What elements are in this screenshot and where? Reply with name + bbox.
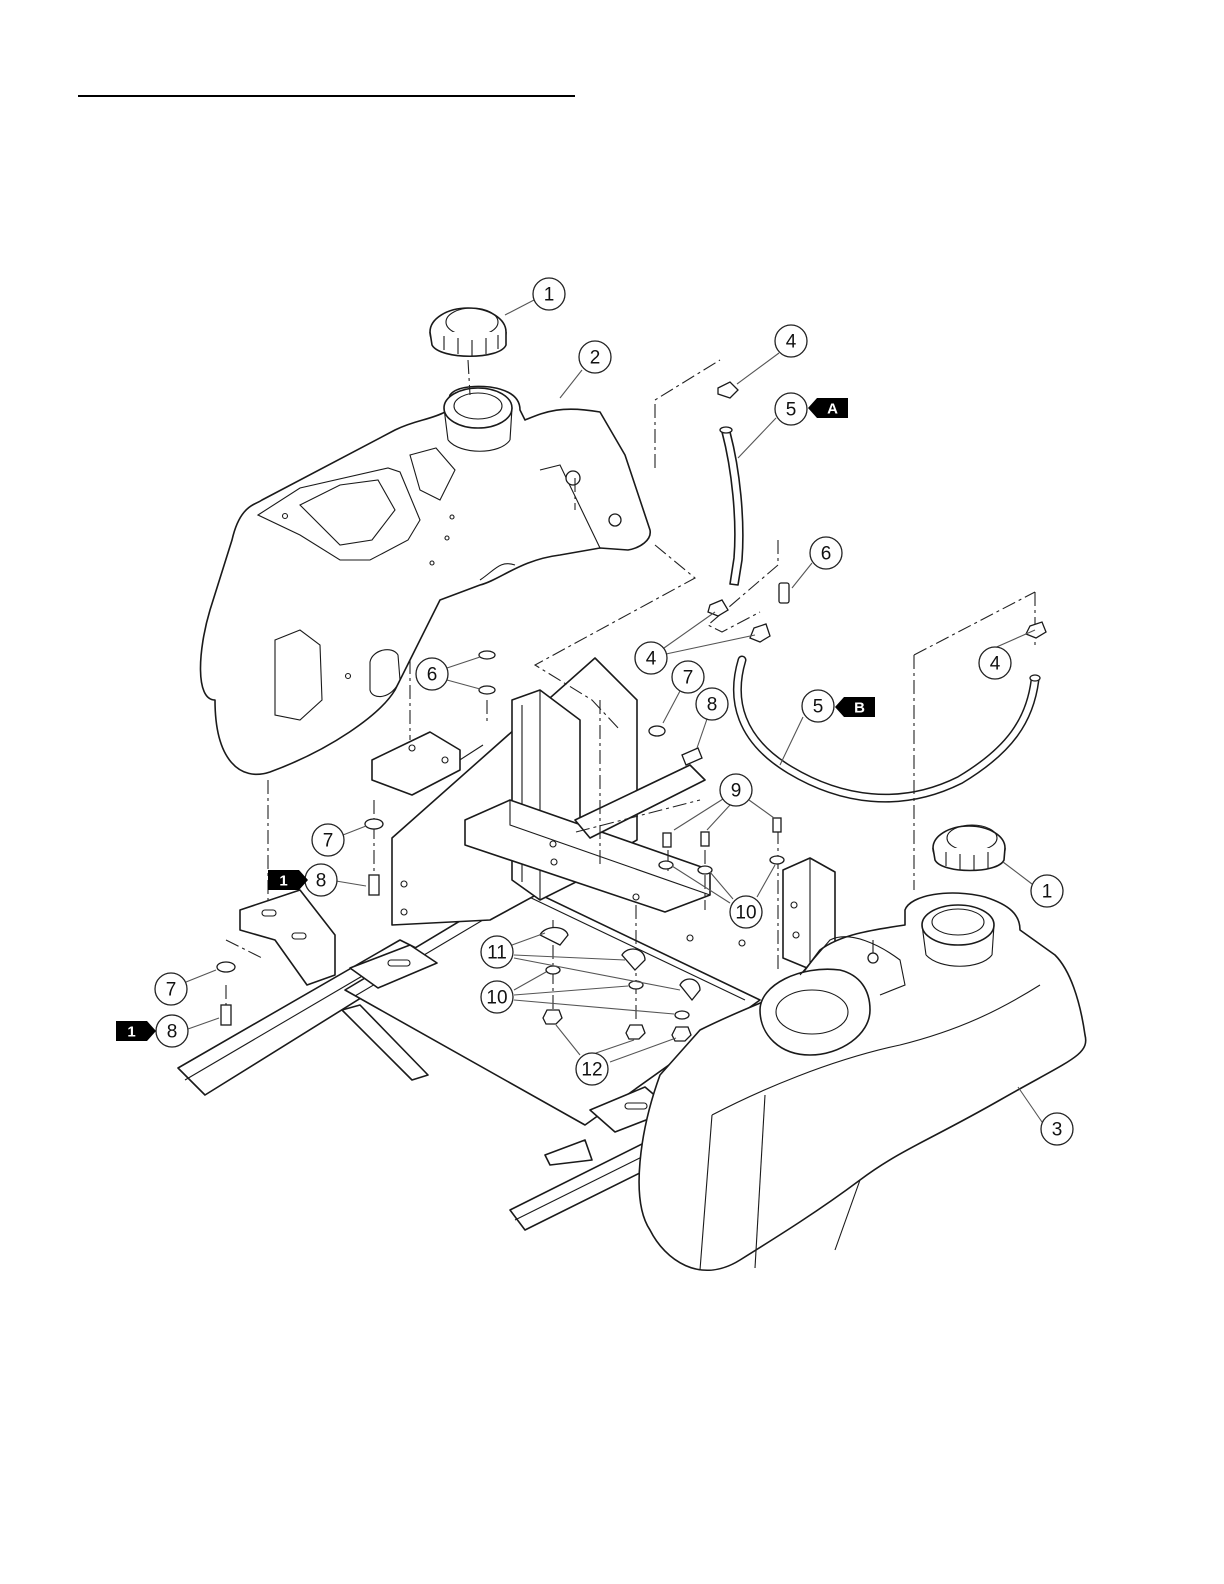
callout-6: 6 [416,658,448,690]
callout-number: 10 [735,903,756,924]
tag-arrow-shape [268,870,308,890]
callout-4: 4 [775,325,807,357]
tag-label: A [827,401,838,418]
callout-10: 10 [481,981,513,1013]
tag-label: 1 [279,873,287,890]
reference-tag-1: 1 [268,870,308,890]
callout-number: 7 [683,668,694,689]
callout-7: 7 [155,973,187,1005]
callout-number: 10 [486,988,507,1009]
callout-number: 6 [821,544,832,565]
callout-9: 9 [720,774,752,806]
callout-8: 8 [696,688,728,720]
callout-number: 4 [990,654,1001,675]
callout-5: 5 [775,393,807,425]
callout-12: 12 [576,1053,608,1085]
callout-number: 12 [581,1060,602,1081]
callout-number: 7 [166,980,177,1001]
reference-tag-B: B [835,697,875,717]
callout-number: 8 [316,871,327,892]
callout-number: 5 [813,697,824,718]
callout-6: 6 [810,537,842,569]
fuel-cap-left [430,308,506,356]
callout-8: 8 [305,864,337,896]
callout-1: 1 [533,278,565,310]
callout-number: 2 [590,348,601,369]
callout-number: 8 [167,1022,178,1043]
callout-8: 8 [156,1015,188,1047]
callout-4: 4 [635,642,667,674]
tag-label: B [854,700,865,717]
callout-2: 2 [579,341,611,373]
callout-7: 7 [312,824,344,856]
callout-number: 4 [786,332,797,353]
callout-number: 1 [1042,882,1053,903]
callout-4: 4 [979,647,1011,679]
reference-tag-A: A [808,398,848,418]
callout-number: 5 [786,400,797,421]
callout-5: 5 [802,690,834,722]
callout-number: 9 [731,781,742,802]
callout-1: 1 [1031,875,1063,907]
callout-number: 11 [487,943,507,964]
fuel-hoses [720,427,1040,798]
callout-number: 1 [544,285,555,306]
callout-number: 4 [646,649,657,670]
callout-number: 3 [1052,1120,1063,1141]
callout-10: 10 [730,896,762,928]
callout-number: 8 [707,695,718,716]
reference-tag-1: 1 [116,1021,156,1041]
callout-11: 11 [481,936,513,968]
callout-number: 6 [427,665,438,686]
right-fuel-tank [639,893,1086,1270]
callout-3: 3 [1041,1113,1073,1145]
tag-arrow-shape [116,1021,156,1041]
tag-label: 1 [127,1024,135,1041]
callout-number: 7 [323,831,334,852]
fuel-cap-right [933,825,1005,871]
callout-7: 7 [672,661,704,693]
